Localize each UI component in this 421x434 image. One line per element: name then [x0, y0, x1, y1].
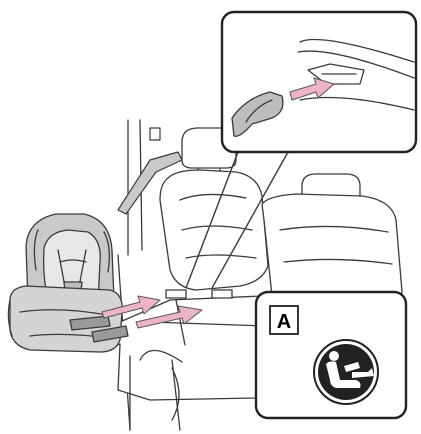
anchor-bar: [166, 290, 232, 298]
child-seat-anchor-icon: [314, 340, 378, 404]
callout-label: A: [277, 311, 291, 333]
inset-closeup: [222, 12, 416, 152]
seatback-center: [160, 170, 268, 290]
child-seat: [8, 214, 128, 352]
inset-label-a: A: [256, 292, 406, 418]
